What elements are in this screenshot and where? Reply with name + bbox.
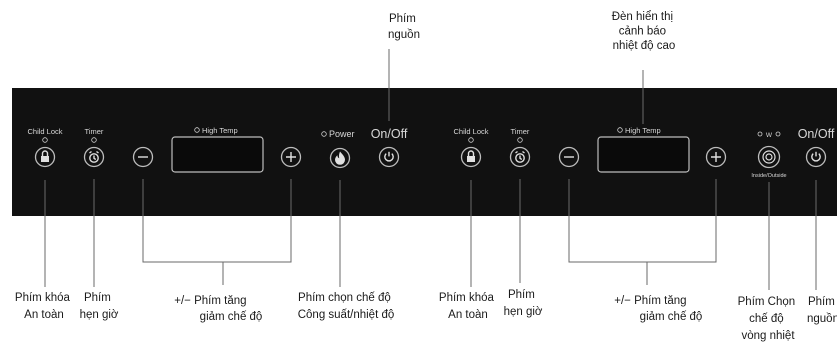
callout-high-temp-warning: Đèn hiển thị cảnh báo nhiệt độ cao: [612, 11, 677, 52]
power-icon: [384, 151, 394, 162]
lock-icon: [467, 150, 475, 162]
callout-left-timer: Phím hẹn giờ: [80, 292, 119, 321]
plus-icon: [711, 152, 721, 162]
timer-button[interactable]: [509, 146, 531, 168]
timer-led: [517, 137, 523, 143]
alarm-clock-icon: [89, 150, 99, 163]
onoff-label: On/Off: [371, 127, 408, 141]
ring-select-icon: [762, 150, 776, 164]
alarm-clock-icon: [515, 150, 525, 163]
timer-label: Timer: [85, 127, 104, 136]
timer-button[interactable]: [83, 146, 105, 168]
callout-right-power-key: Phím nguồn: [807, 296, 837, 325]
child-lock-button[interactable]: [34, 146, 56, 168]
callout-left-power-key: Phím nguồn: [388, 13, 420, 41]
plus-button[interactable]: [705, 146, 727, 168]
high-temp-label: High Temp: [202, 126, 238, 135]
callout-mode-select: Phím chọn chế độ Công suất/nhiệt độ: [298, 292, 395, 321]
callout-right-child-lock: Phím khóa An toàn: [439, 292, 497, 321]
inside-led: [757, 131, 763, 137]
child-lock-label: Child Lock: [453, 127, 488, 136]
inside-outside-label: Inside/Outside: [751, 173, 786, 179]
plus-button[interactable]: [280, 146, 302, 168]
plus-icon: [286, 152, 296, 162]
callout-left-plus-minus: +/− Phím tăng giảm chế độ: [174, 295, 262, 323]
child-lock-label: Child Lock: [27, 127, 62, 136]
timer-led: [91, 137, 97, 143]
display-window: [171, 136, 264, 173]
high-temp-led: [194, 127, 200, 133]
ring-select-button[interactable]: [757, 145, 781, 169]
minus-button[interactable]: [132, 146, 154, 168]
onoff-label: On/Off: [798, 127, 835, 141]
child-lock-led: [468, 137, 474, 143]
mode-indicator-label: W: [766, 132, 773, 139]
power-icon: [811, 151, 821, 162]
leader-lines: [44, 49, 817, 290]
callout-left-child-lock: Phím khóa An toàn: [15, 292, 73, 321]
display-window: [597, 136, 690, 173]
child-lock-button[interactable]: [460, 146, 482, 168]
power-label: Power: [329, 129, 355, 139]
lock-icon: [41, 150, 49, 162]
timer-label: Timer: [511, 127, 530, 136]
callout-right-plus-minus: +/− Phím tăng giảm chế độ: [614, 295, 702, 323]
power-led: [321, 131, 327, 137]
minus-button[interactable]: [558, 146, 580, 168]
callout-ring-select: Phím Chọn chế độ vòng nhiệt: [738, 296, 799, 342]
power-button[interactable]: [805, 146, 827, 168]
flame-icon: [335, 151, 345, 165]
high-temp-led: [617, 127, 623, 133]
power-button[interactable]: [378, 146, 400, 168]
outside-led: [775, 131, 781, 137]
high-temp-label: High Temp: [625, 126, 661, 135]
callout-right-timer: Phím hẹn giờ: [504, 289, 543, 318]
mode-select-button[interactable]: [329, 147, 351, 169]
child-lock-led: [42, 137, 48, 143]
